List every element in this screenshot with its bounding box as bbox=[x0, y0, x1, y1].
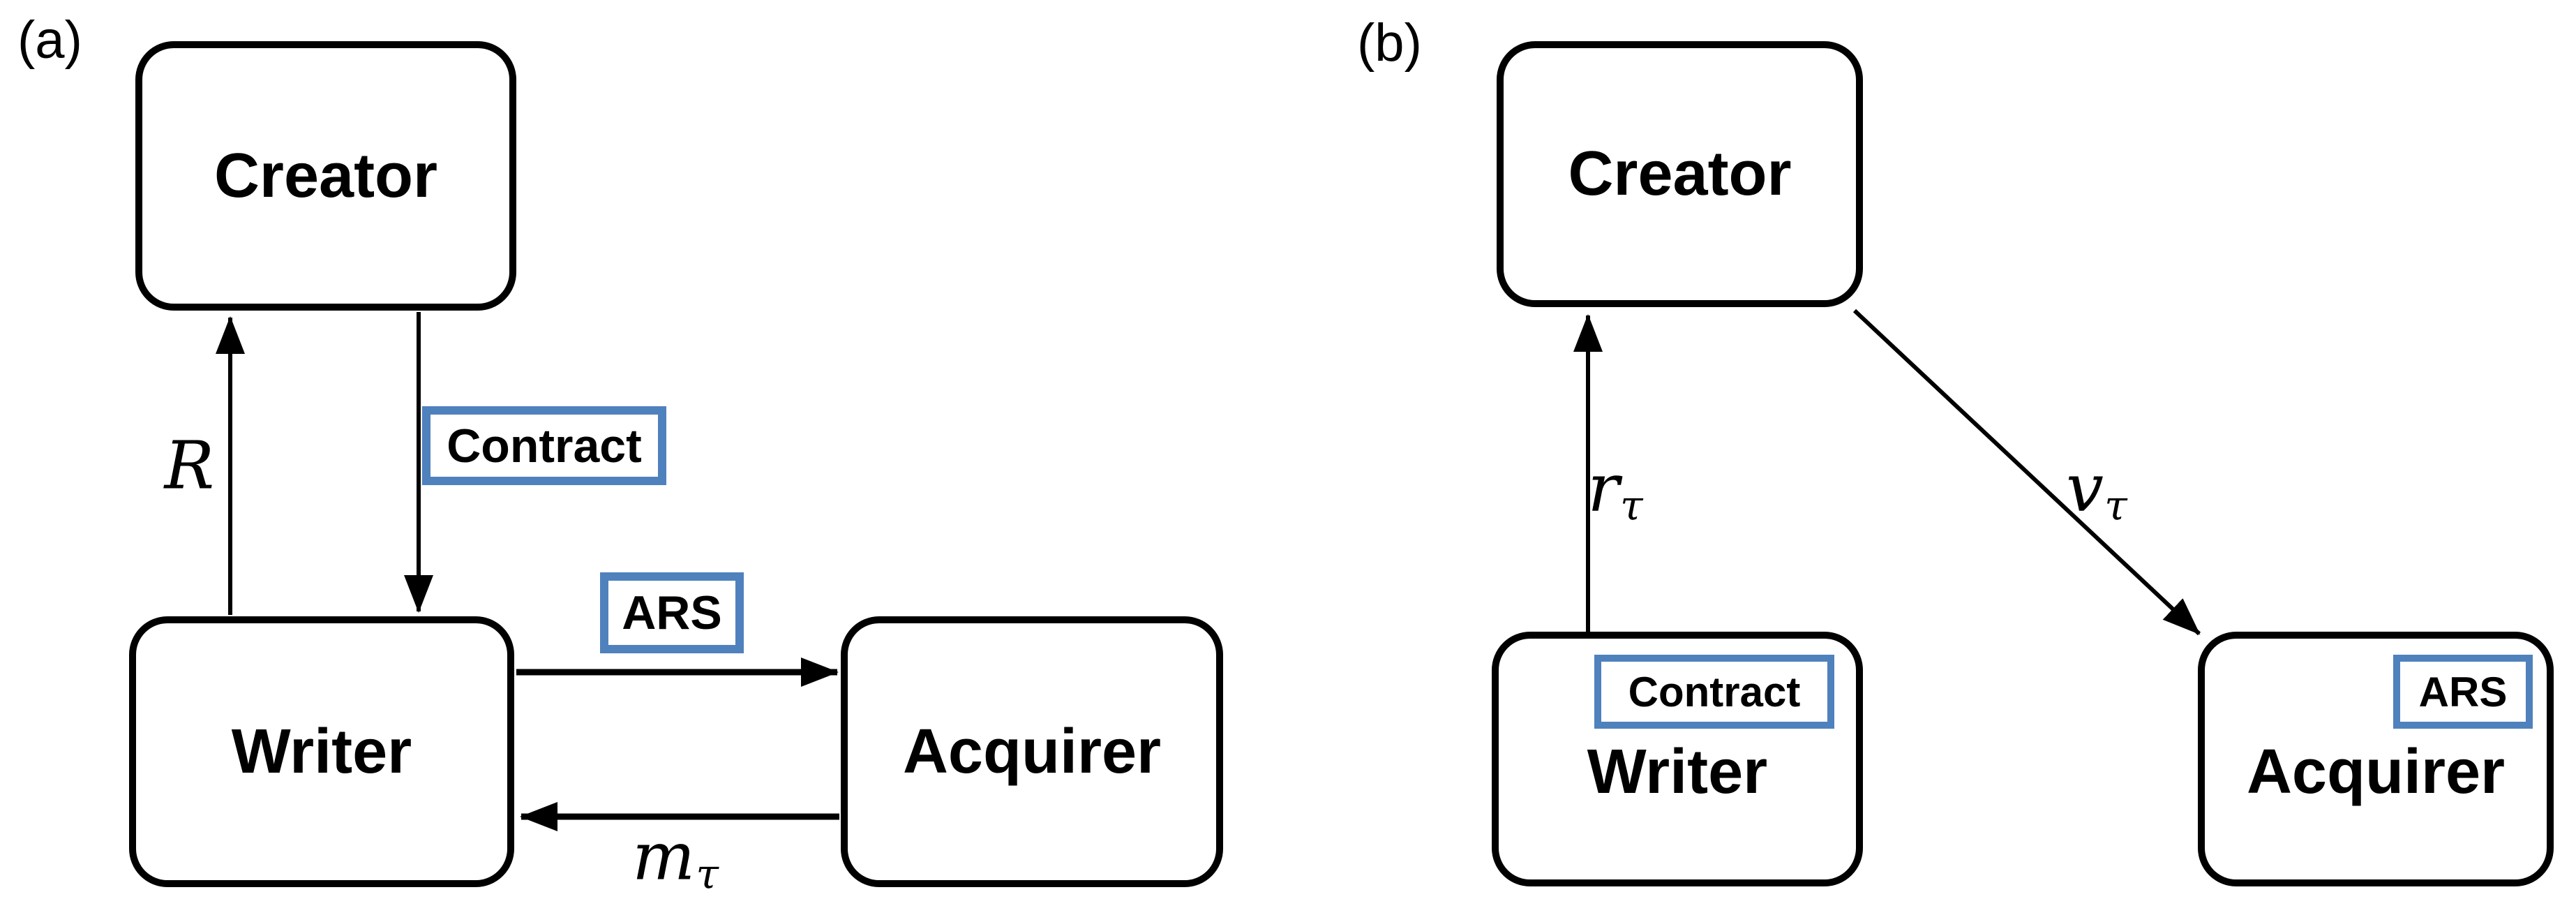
node-writer-a: Writer bbox=[129, 616, 514, 887]
edge-label-value-main: v bbox=[2066, 450, 2104, 527]
node-acquirer-b-label: Acquirer bbox=[2246, 737, 2506, 807]
edge-label-royalty-main: r bbox=[1587, 450, 1619, 527]
node-writer-a-label: Writer bbox=[231, 716, 412, 787]
badge-contract-b-label: Contract bbox=[1628, 668, 1801, 715]
node-creator-a-label: Creator bbox=[214, 140, 438, 211]
node-writer-b-label: Writer bbox=[1587, 737, 1768, 807]
edge-label-reward-main: R bbox=[164, 427, 215, 505]
edge-label-reward: R bbox=[165, 433, 216, 500]
node-writer-b: Writer bbox=[1492, 632, 1863, 886]
panel-b-tag: (b) bbox=[1357, 13, 1422, 73]
edge-label-message-main: m bbox=[632, 818, 696, 896]
edge-label-message-sub: τ bbox=[696, 849, 719, 898]
edge-label-value-sub: τ bbox=[2104, 481, 2127, 530]
edge-label-royalty-sub: τ bbox=[1620, 481, 1643, 530]
edge-label-message: mτ bbox=[632, 824, 719, 894]
edge-label-value: vτ bbox=[2066, 455, 2127, 526]
edge-label-royalty: rτ bbox=[1587, 455, 1642, 526]
node-acquirer-a: Acquirer bbox=[841, 616, 1223, 887]
badge-ars-a: ARS bbox=[600, 572, 744, 653]
badge-ars-a-label: ARS bbox=[622, 586, 722, 639]
badge-contract-a: Contract bbox=[422, 406, 666, 485]
node-creator-b-label: Creator bbox=[1568, 139, 1792, 209]
badge-ars-b: ARS bbox=[2393, 655, 2533, 729]
badge-ars-b-label: ARS bbox=[2418, 668, 2508, 715]
arrow-creator-to-acquirer-b bbox=[1852, 309, 2201, 636]
panel-a-tag: (a) bbox=[17, 10, 82, 70]
node-creator-b: Creator bbox=[1497, 41, 1863, 307]
node-creator-a: Creator bbox=[135, 41, 516, 311]
badge-contract-a-label: Contract bbox=[447, 419, 642, 473]
node-acquirer-a-label: Acquirer bbox=[902, 716, 1162, 787]
badge-contract-b: Contract bbox=[1594, 655, 1834, 729]
